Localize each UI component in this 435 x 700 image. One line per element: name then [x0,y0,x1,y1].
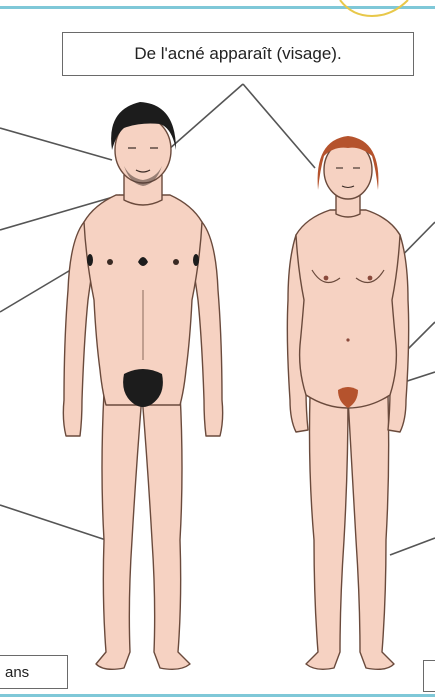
male-left-leg [96,392,142,669]
acne-label: De l'acné apparaît (visage). [62,32,414,76]
pointer-acne-male [168,84,243,150]
male-armpit-hair-right [193,254,199,266]
female-nipple-left [324,276,329,281]
female-nipple-right [368,276,373,281]
male-nipple-left [107,259,113,265]
female-right-leg [348,395,394,669]
female-torso [296,210,400,408]
male-armpit-hair-left [87,254,93,266]
male-nipple-right [173,259,179,265]
male-right-leg [142,392,190,669]
age-label: ans [0,655,68,689]
pointer-male-legs [0,505,106,540]
right-label-box [423,660,435,692]
pointer-acne-female [243,84,315,168]
female-left-leg [306,395,348,669]
top-right-curve [340,0,408,16]
pointer-male-face [0,128,112,160]
bottom-accent-line [0,694,435,697]
pointer-female-legs [390,538,435,555]
female-navel [346,338,349,341]
